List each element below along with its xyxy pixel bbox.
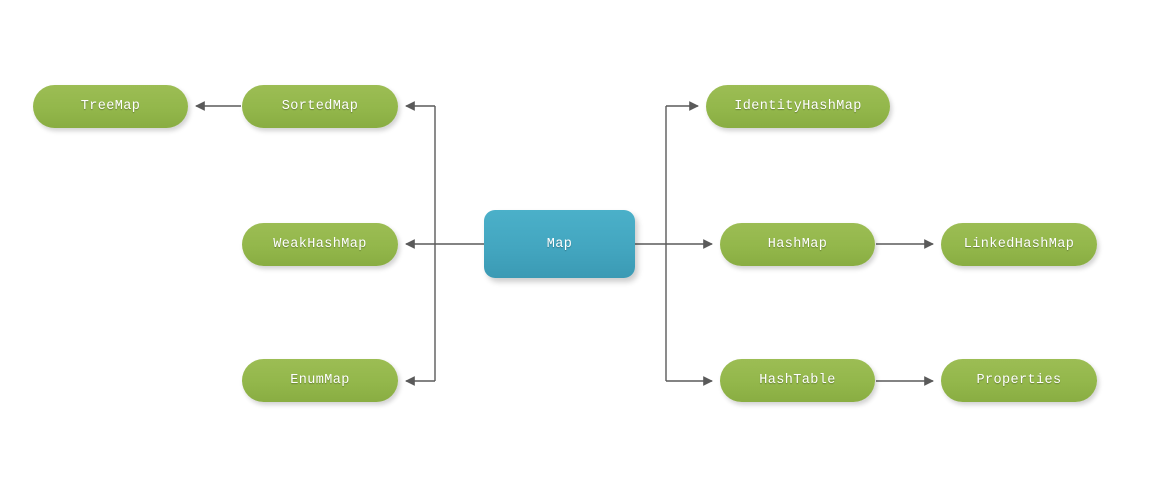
node-hashmap[interactable]: HashMap <box>720 223 875 266</box>
node-weakhashmap-label: WeakHashMap <box>273 237 367 252</box>
node-linkedhashmap-label: LinkedHashMap <box>963 237 1075 252</box>
node-linkedhashmap[interactable]: LinkedHashMap <box>941 223 1097 266</box>
node-identityhashmap-label: IdentityHashMap <box>734 99 862 114</box>
node-sortedmap-label: SortedMap <box>281 99 359 114</box>
node-hashmap-label: HashMap <box>767 237 828 252</box>
node-map-label: Map <box>546 236 573 252</box>
node-enummap[interactable]: EnumMap <box>242 359 398 402</box>
node-treemap-label: TreeMap <box>80 99 141 114</box>
node-sortedmap[interactable]: SortedMap <box>242 85 398 128</box>
node-hashtable[interactable]: HashTable <box>720 359 875 402</box>
node-weakhashmap[interactable]: WeakHashMap <box>242 223 398 266</box>
node-hashtable-label: HashTable <box>759 373 836 388</box>
node-map[interactable]: Map <box>484 210 635 278</box>
node-treemap[interactable]: TreeMap <box>33 85 188 128</box>
node-properties-label: Properties <box>976 373 1062 388</box>
node-identityhashmap[interactable]: IdentityHashMap <box>706 85 890 128</box>
node-properties[interactable]: Properties <box>941 359 1097 402</box>
node-enummap-label: EnumMap <box>290 373 350 388</box>
